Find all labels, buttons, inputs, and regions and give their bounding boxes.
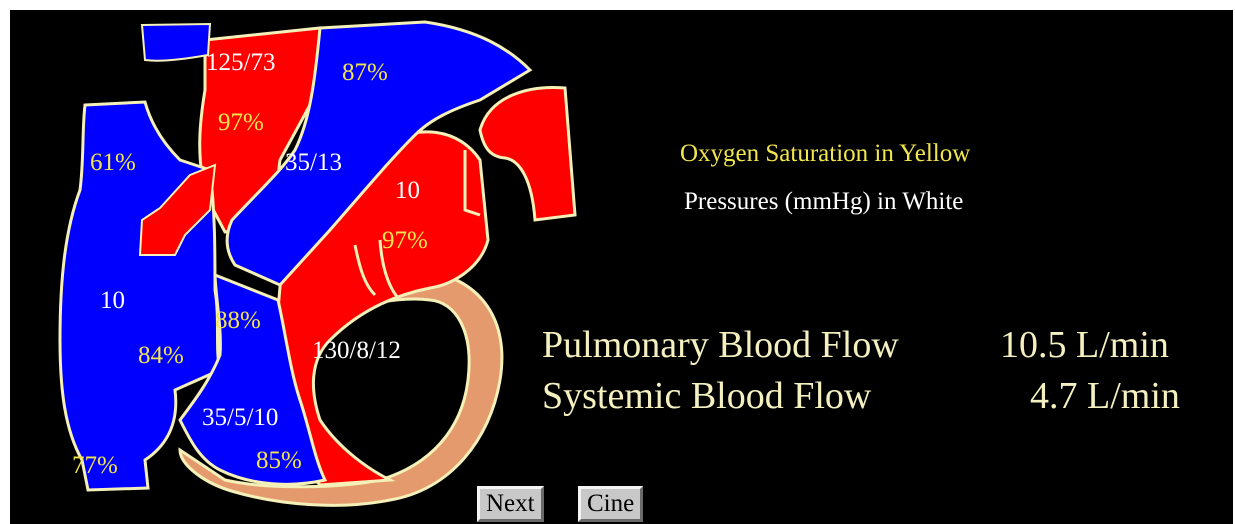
la-pressure-label: 10: [395, 178, 420, 203]
display-area: 125/73 97% 87% 35/13 61% 10 97% 10 88% 8…: [10, 10, 1233, 524]
systemic-flow-value: 4.7 L/min: [1030, 377, 1180, 415]
pressure-legend: Pressures (mmHg) in White: [684, 188, 963, 216]
saturation-legend: Oxygen Saturation in Yellow: [680, 140, 970, 168]
descending-aorta: [480, 87, 575, 220]
pa-saturation-label: 87%: [342, 60, 388, 85]
pulmonary-flow-value: 10.5 L/min: [1000, 326, 1169, 364]
lv-pressure-label: 130/8/12: [312, 338, 401, 363]
ra-upper-saturation-label: 88%: [215, 308, 261, 333]
pulmonary-flow-label: Pulmonary Blood Flow: [542, 326, 899, 364]
cine-button[interactable]: Cine: [578, 486, 643, 522]
next-button[interactable]: Next: [477, 486, 544, 522]
ivc-saturation-label: 77%: [72, 453, 118, 478]
ra-pressure-label: 10: [100, 288, 125, 313]
rv-pressure-label: 35/5/10: [202, 405, 278, 430]
svc-saturation-label: 61%: [90, 150, 136, 175]
rv-saturation-label: 85%: [256, 448, 302, 473]
aorta-pressure-label: 125/73: [206, 50, 275, 75]
systemic-flow-label: Systemic Blood Flow: [542, 377, 871, 415]
la-saturation-label: 97%: [382, 228, 428, 253]
ra-saturation-label: 84%: [138, 343, 184, 368]
heart-diagram: [10, 10, 630, 524]
aorta-saturation-label: 97%: [218, 110, 264, 135]
pa-pressure-label: 35/13: [285, 150, 342, 175]
svc: [142, 24, 210, 61]
